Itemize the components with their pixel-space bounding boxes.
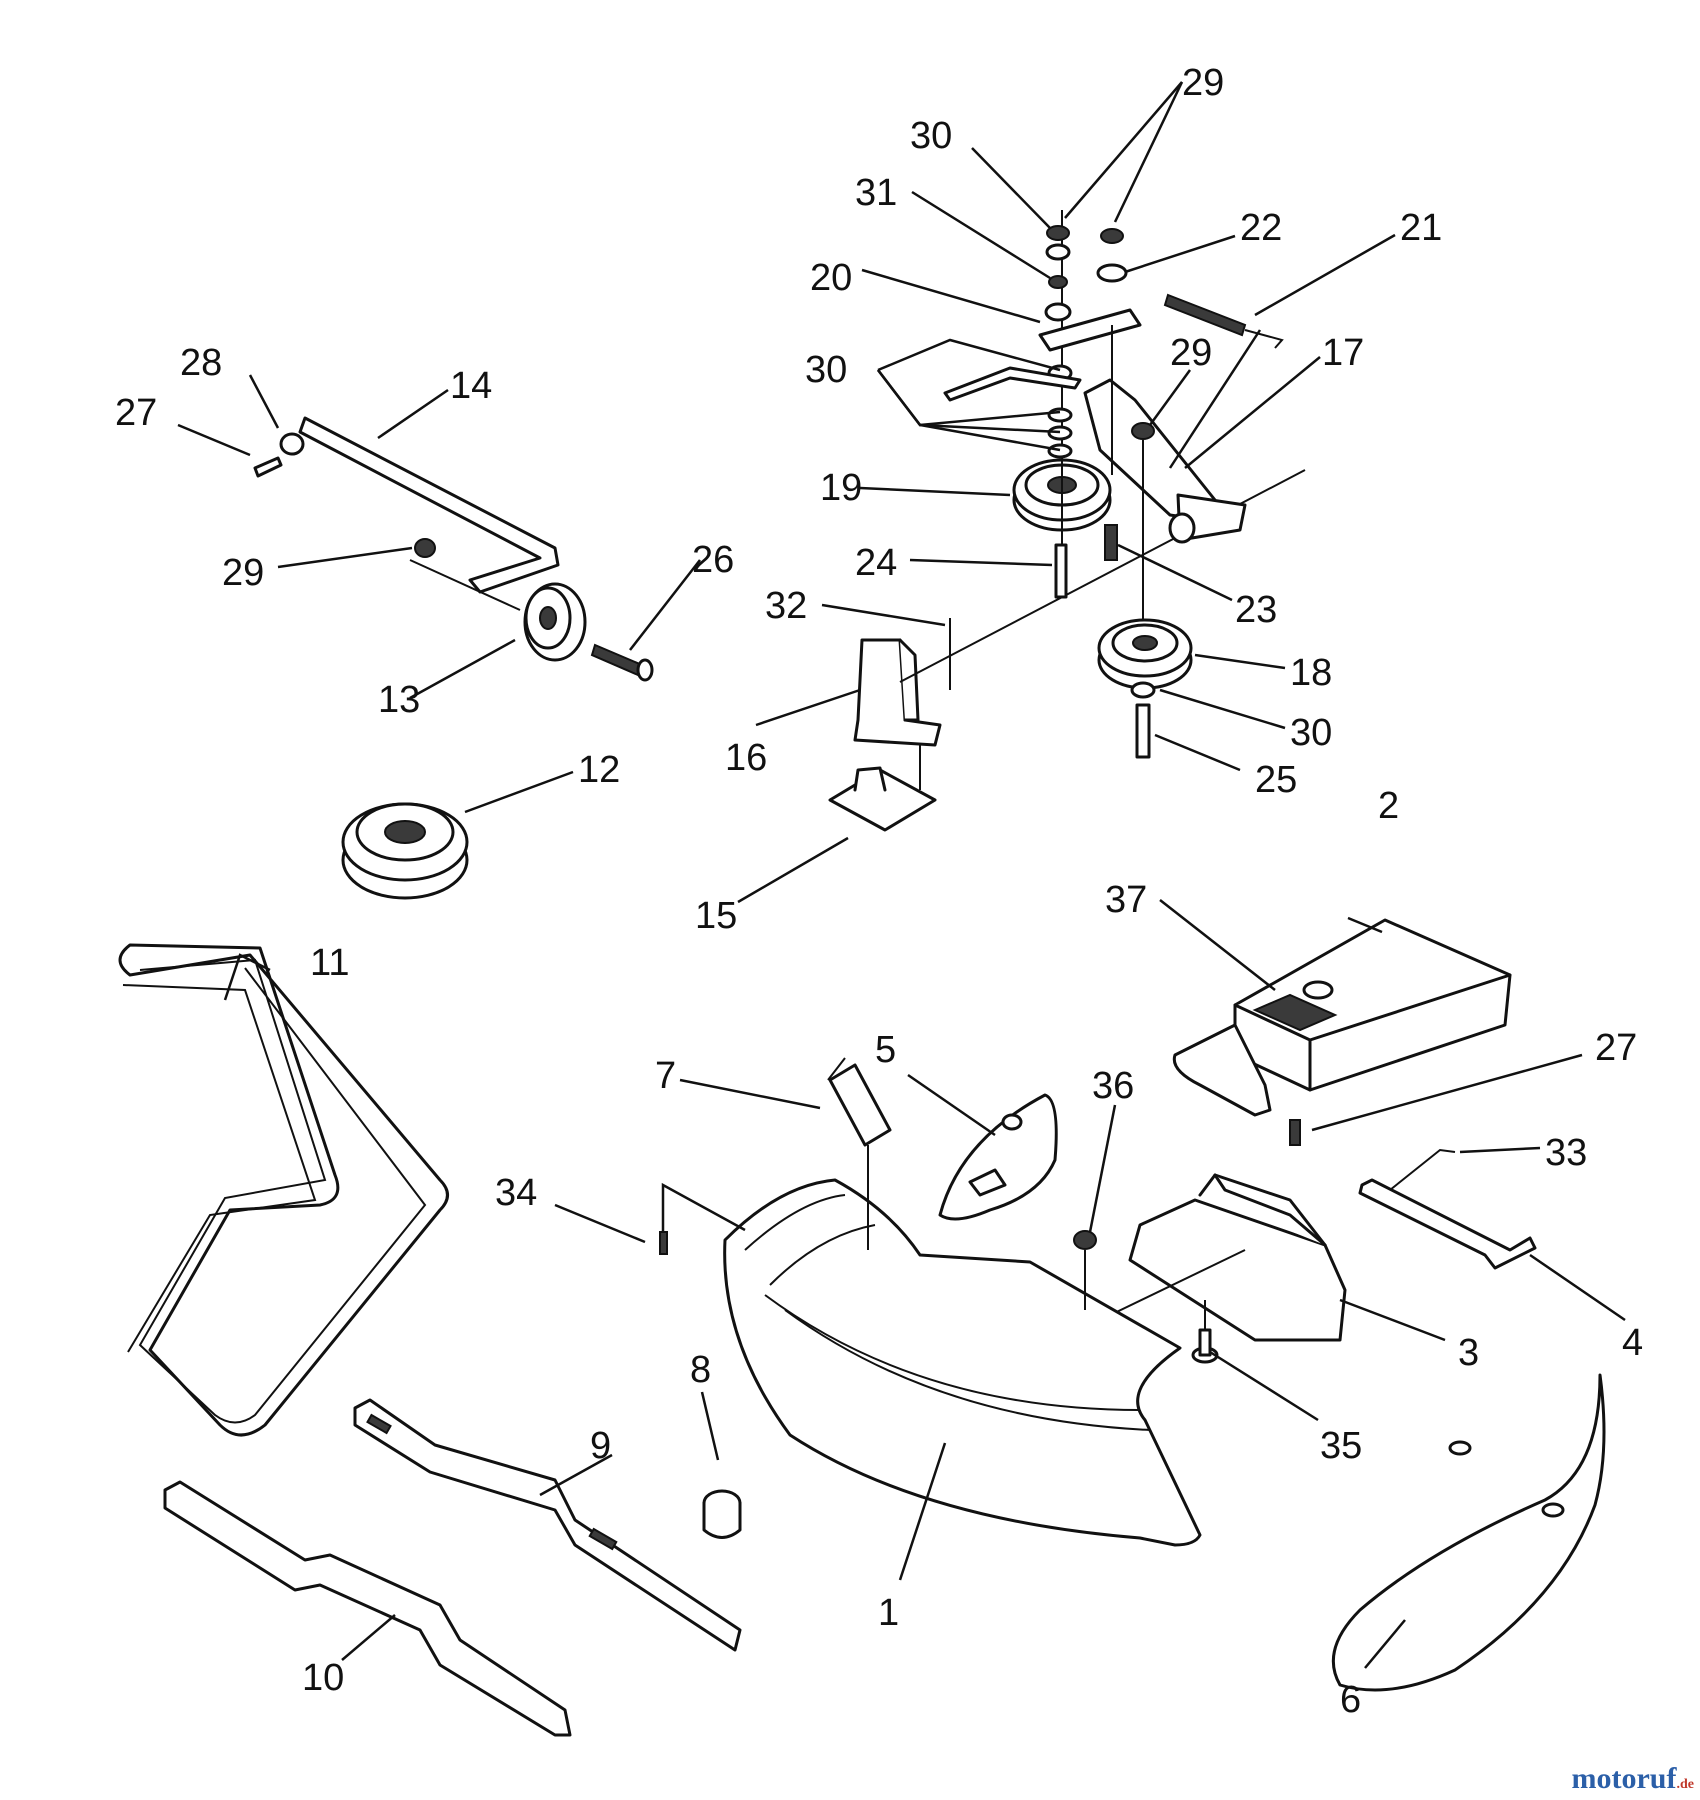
callout-6: 6	[1340, 1679, 1361, 1721]
part-12-pulley	[341, 802, 469, 900]
callout-36: 36	[1092, 1065, 1134, 1107]
callout-20: 20	[810, 257, 852, 299]
callout-21: 21	[1400, 207, 1442, 249]
part-11-belt	[118, 943, 449, 1437]
part-26-bolt	[590, 643, 654, 682]
callout-13: 13	[378, 679, 420, 721]
part-10-bar	[163, 1480, 572, 1737]
callout-32: 32	[765, 585, 807, 627]
part-8-bushing	[702, 1489, 742, 1539]
part-29-nut-right	[1131, 422, 1155, 440]
callout-14: 14	[450, 365, 492, 407]
callout-7: 7	[655, 1055, 676, 1097]
part-2-cover	[1172, 918, 1512, 1117]
watermark-name: motoruf	[1571, 1762, 1677, 1795]
axis-3	[1099, 1249, 1246, 1321]
part-36-nut	[1073, 1230, 1097, 1250]
callout-18: 18	[1290, 652, 1332, 694]
part-3-bracket	[1128, 1173, 1347, 1342]
part-13-pulley	[523, 582, 587, 662]
part-1-shroud	[723, 1178, 1202, 1547]
callout-15: 15	[695, 895, 737, 937]
part-7-bracket	[827, 1057, 892, 1147]
watermark-logo: motoruf.de	[1572, 1762, 1694, 1796]
callout-29: 29	[1182, 62, 1224, 104]
leader-lines	[177, 81, 1626, 1669]
callout-27: 27	[115, 392, 157, 434]
callout-3: 3	[1458, 1332, 1479, 1374]
callout-27-right: 27	[1595, 1027, 1637, 1069]
callout-2: 2	[1378, 785, 1399, 827]
part-5-shield	[938, 1093, 1058, 1221]
part-29-nut-left	[414, 538, 436, 558]
callout-12: 12	[578, 749, 620, 791]
callout-17: 17	[1322, 332, 1364, 374]
part-23-bolt	[1104, 524, 1118, 561]
rod-30	[943, 366, 1082, 402]
callout-24: 24	[855, 542, 897, 584]
part-20-plate	[1038, 302, 1142, 352]
part-4-rod	[1358, 1178, 1537, 1270]
part-35-bolt	[1191, 1328, 1219, 1364]
callout-34: 34	[495, 1172, 537, 1214]
callout-29-left: 29	[222, 552, 264, 594]
callout-28: 28	[180, 342, 222, 384]
callout-23: 23	[1235, 589, 1277, 631]
part-27-bolt-right	[1289, 1119, 1301, 1146]
callout-4: 4	[1622, 1322, 1643, 1364]
callout-11: 11	[310, 942, 349, 984]
callout-37: 37	[1105, 879, 1147, 921]
callout-25: 25	[1255, 759, 1297, 801]
callout-31: 31	[855, 172, 897, 214]
callout-35: 35	[1320, 1425, 1362, 1467]
part-25-bolt	[1135, 703, 1151, 759]
part-27-bolt-left	[253, 456, 283, 478]
callouts: 1 2 3 4 5 6 7 8 9 10 11 12 13 14 15 16 1…	[115, 62, 1643, 1721]
part-34-bolt	[659, 1231, 668, 1255]
part-15-plate	[828, 766, 937, 832]
part-18-pulley	[1097, 618, 1193, 690]
callout-16: 16	[725, 737, 767, 779]
part-9-bar	[353, 1398, 742, 1652]
callout-30: 30	[910, 115, 952, 157]
callout-8: 8	[690, 1349, 711, 1391]
callout-22: 22	[1240, 207, 1282, 249]
callout-5: 5	[875, 1029, 896, 1071]
watermark-tld: .de	[1676, 1777, 1695, 1792]
callout-33: 33	[1545, 1132, 1587, 1174]
part-6-shield	[1331, 1373, 1606, 1692]
part-16-bracket	[853, 638, 942, 747]
part-17-idler-bracket	[1083, 378, 1247, 544]
callout-30-lower: 30	[1290, 712, 1332, 754]
part-30-washer-lower	[1130, 681, 1156, 699]
callout-19: 19	[820, 467, 862, 509]
callout-30-mid: 30	[805, 349, 847, 391]
callout-26: 26	[692, 539, 734, 581]
callout-29-mid: 29	[1170, 332, 1212, 374]
part-28-washer	[279, 432, 305, 456]
part-33-clip	[1389, 1148, 1456, 1191]
axis-34	[661, 1182, 746, 1232]
part-14-idler-arm	[282, 416, 560, 611]
callout-1: 1	[878, 1592, 899, 1634]
part-24-bolt	[1054, 543, 1068, 599]
callout-10: 10	[302, 1657, 344, 1699]
callout-9: 9	[590, 1425, 611, 1467]
